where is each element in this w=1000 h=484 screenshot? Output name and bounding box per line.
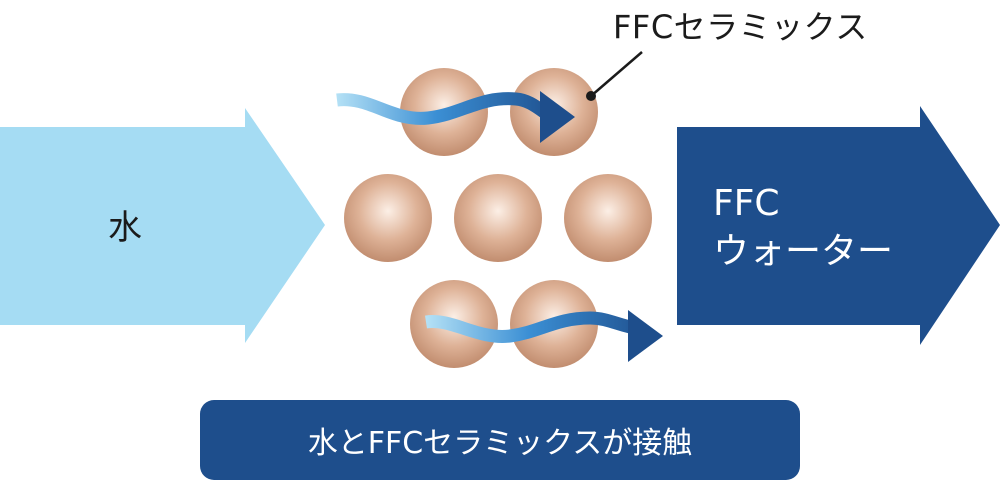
output-arrow — [677, 106, 1000, 345]
water-flow-arrowhead — [540, 91, 575, 143]
output-label-line1: FFC — [713, 183, 780, 224]
ceramic-ball — [564, 174, 652, 262]
input-label: 水 — [108, 208, 142, 248]
water-flow-arrow — [336, 92, 554, 125]
output-label-line2: ウォーター — [713, 231, 894, 272]
ceramic-leader-dot — [586, 91, 596, 101]
input-arrow — [0, 108, 325, 343]
ceramic-label: FFCセラミックス — [613, 8, 868, 46]
caption-text: 水とFFCセラミックスが接触 — [307, 426, 693, 461]
ceramic-ball — [454, 174, 542, 262]
water-flow-arrow — [425, 311, 638, 343]
ceramic-leader-line — [590, 51, 643, 97]
caption-box: 水とFFCセラミックスが接触 — [200, 400, 800, 480]
water-flow-arrowhead — [628, 310, 663, 362]
ceramic-ball — [344, 174, 432, 262]
output-label: FFC ウォーター — [713, 180, 893, 276]
